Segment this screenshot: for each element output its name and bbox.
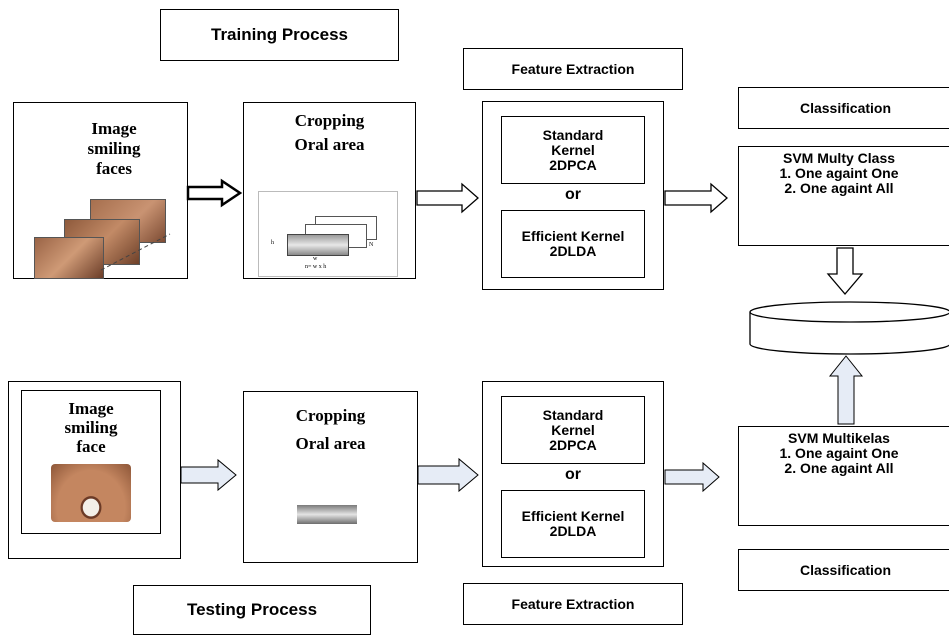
testing-image-outer-box: Image smiling face [8, 381, 181, 559]
arrow-testing-crop-to-feature [417, 457, 479, 493]
training-image-line1: Image [91, 119, 137, 138]
arrow-svm-to-database-testing [828, 355, 864, 425]
testing-option-efficient-kernel: Efficient Kernel 2DLDA [501, 490, 645, 558]
testing-classification-label: Classification [738, 549, 949, 591]
training-svm-title: SVM Multy Class [782, 150, 896, 166]
testing-cropping-box: Cropping Oral area [243, 391, 418, 563]
arrow-svm-to-database [826, 247, 864, 296]
testing-option1-line3: 2DPCA [549, 436, 597, 453]
training-process-title-text: Training Process [211, 25, 348, 44]
testing-option1-line1: Standard [542, 406, 604, 423]
testing-image-line2: smiling [64, 418, 118, 437]
arrow-training-crop-to-feature [416, 182, 479, 214]
crop-diagram-w-label: w [313, 256, 318, 262]
database-cylinder: Data klasifikasi [748, 300, 949, 354]
arrow-testing-feature-to-svm [664, 461, 720, 493]
arrow-training-image-to-crop [186, 178, 243, 208]
training-svm-box: SVM Multy Class 1. One againt One 2. One… [738, 146, 949, 246]
testing-mouth-crop [297, 505, 357, 524]
testing-image-line3: face [76, 437, 106, 456]
training-feature-extraction-text: Feature Extraction [511, 61, 635, 77]
crop-diagram-n-label: N [369, 242, 374, 248]
testing-face-thumbnail [51, 464, 131, 522]
arrow-training-feature-to-svm [664, 182, 728, 214]
testing-svm-item1: 1. One againt One [779, 445, 899, 461]
testing-image-line1: Image [68, 399, 114, 418]
training-classification-text: Classification [799, 100, 892, 116]
crop-diagram-formula: n= w x h [305, 264, 327, 270]
training-option1-line2: Kernel [551, 141, 595, 158]
testing-svm-box: SVM Multikelas 1. One againt One 2. One … [738, 426, 949, 526]
training-option-standard-kernel: Standard Kernel 2DPCA [501, 116, 645, 184]
training-option-efficient-kernel: Efficient Kernel 2DLDA [501, 210, 645, 278]
testing-process-title: Testing Process [133, 585, 371, 635]
testing-feature-extraction-text: Feature Extraction [511, 596, 635, 612]
training-cropping-line2: Oral area [294, 135, 365, 154]
crop-diagram-h-label: h [271, 240, 274, 246]
testing-process-title-text: Testing Process [186, 600, 318, 619]
testing-classification-text: Classification [799, 562, 892, 578]
face-thumbnail-1 [34, 237, 104, 279]
testing-svm-title: SVM Multikelas [788, 430, 890, 446]
training-cropping-box: Cropping Oral area h N w n= w x h [243, 102, 416, 279]
training-option1-line3: 2DPCA [549, 156, 597, 173]
crop-diagram-mouth [287, 234, 349, 256]
training-svm-item1: 1. One againt One [779, 165, 899, 181]
training-feature-extraction-box: Standard Kernel 2DPCA or Efficient Kerne… [482, 101, 664, 290]
training-feature-extraction-label: Feature Extraction [463, 48, 683, 90]
training-or-label: or [565, 186, 581, 203]
database-label: Data klasifikasi [787, 322, 894, 341]
training-svm-item2: 2. One againt All [784, 180, 894, 196]
testing-cropping-line2: Oral area [295, 434, 366, 453]
testing-option1-line2: Kernel [551, 421, 595, 438]
training-process-title: Training Process [160, 9, 399, 61]
testing-svm-item2: 2. One againt All [784, 460, 894, 476]
testing-option2-line2: 2DLDA [549, 523, 597, 539]
training-cropping-line1: Cropping [294, 111, 365, 130]
testing-option2-line1: Efficient Kernel [521, 508, 625, 524]
crop-diagram: h N w n= w x h [258, 191, 398, 277]
testing-cropping-line1: Cropping [295, 406, 366, 425]
testing-feature-extraction-box: Standard Kernel 2DPCA or Efficient Kerne… [482, 381, 664, 567]
training-option2-line1: Efficient Kernel [521, 228, 625, 244]
training-option2-line2: 2DLDA [549, 243, 597, 259]
training-classification-label: Classification [738, 87, 949, 129]
training-image-box: Image smiling faces [13, 102, 188, 279]
arrow-testing-image-to-crop [180, 458, 237, 492]
training-option1-line1: Standard [542, 126, 604, 143]
testing-image-inner-box: Image smiling face [21, 390, 161, 534]
testing-feature-extraction-label: Feature Extraction [463, 583, 683, 625]
testing-option-standard-kernel: Standard Kernel 2DPCA [501, 396, 645, 464]
testing-or-label: or [565, 466, 581, 483]
training-image-line3: faces [96, 159, 132, 178]
training-image-line2: smiling [87, 139, 141, 158]
